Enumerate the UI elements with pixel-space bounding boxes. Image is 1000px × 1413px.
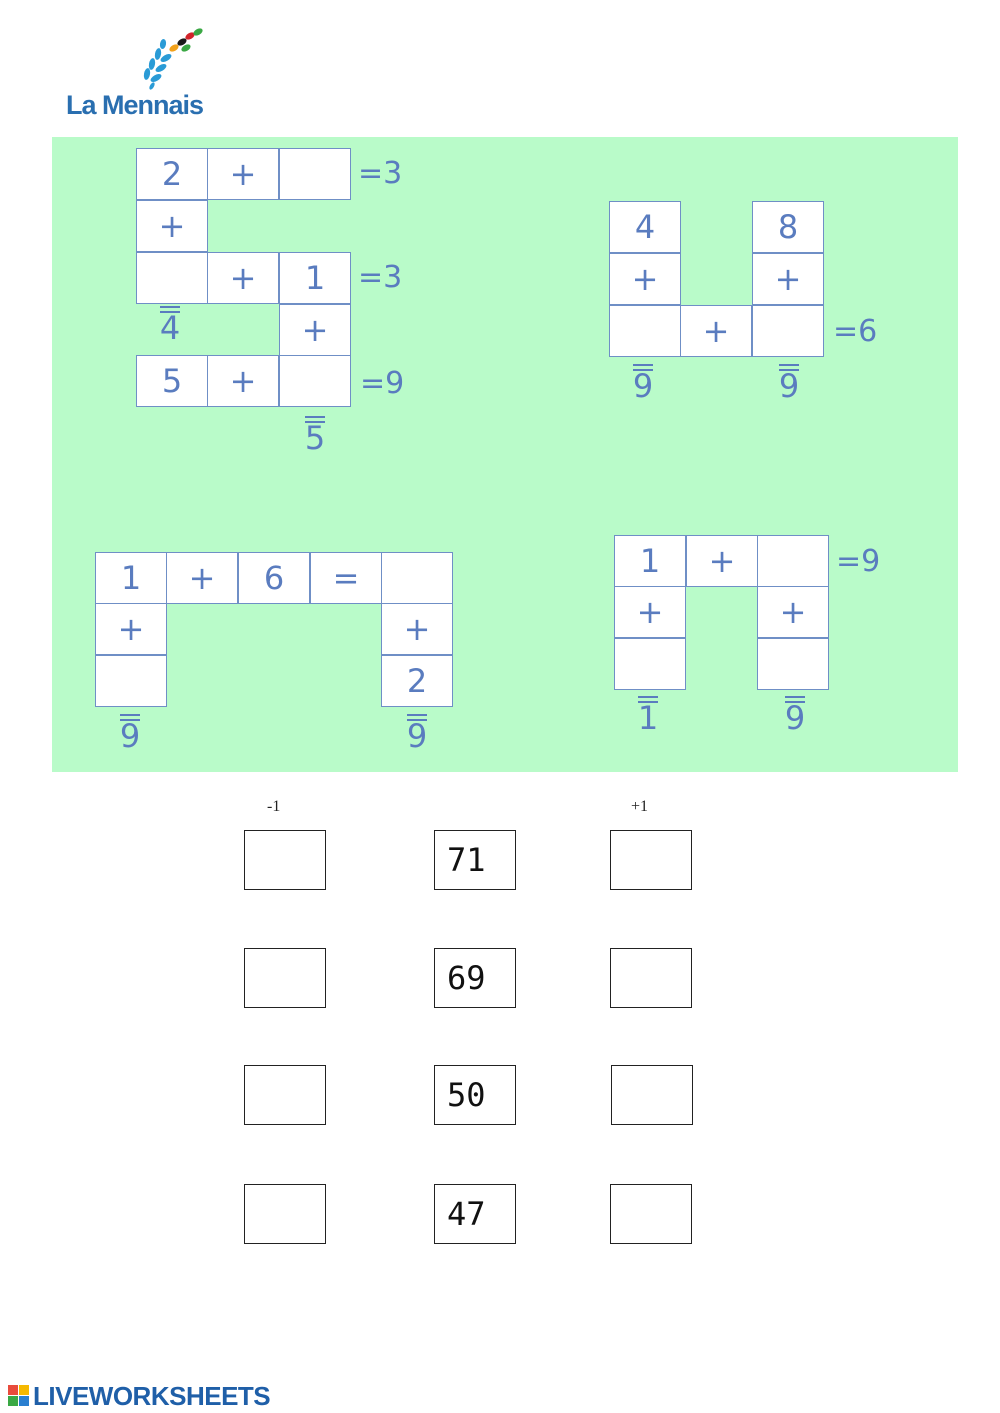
- minus-one-header: -1: [267, 798, 281, 815]
- puzzle-cell: +: [757, 586, 829, 638]
- answer-box-left[interactable]: [244, 830, 326, 890]
- liveworksheets-brand: LIVEWORKSHEETS: [33, 1380, 271, 1411]
- column-result: 5: [295, 416, 335, 454]
- liveworksheets-footer: LIVEWORKSHEETS: [8, 1380, 271, 1411]
- puzzle-answer-cell[interactable]: [752, 305, 824, 357]
- puzzle-answer-cell[interactable]: [279, 148, 351, 200]
- number-box: 47: [434, 1184, 516, 1244]
- answer-box-right[interactable]: [611, 1065, 693, 1125]
- puzzle-answer-cell[interactable]: [609, 305, 681, 357]
- row-result: =9: [836, 544, 881, 579]
- puzzle-cell: 6: [238, 552, 310, 604]
- puzzle-cell: 2: [136, 148, 208, 200]
- number-box: 50: [434, 1065, 516, 1125]
- puzzle-cell: 1: [95, 552, 167, 604]
- la-mennais-logo: La Mennais: [66, 28, 226, 128]
- puzzle-answer-cell[interactable]: [95, 655, 167, 707]
- column-result: 9: [775, 696, 815, 734]
- puzzle-cell: +: [207, 148, 279, 200]
- number-box: 69: [434, 948, 516, 1008]
- answer-box-left[interactable]: [244, 1065, 326, 1125]
- column-result: 4: [150, 306, 190, 344]
- row-result: =3: [358, 156, 403, 191]
- puzzle-cell: +: [680, 305, 752, 357]
- puzzle-cell: =: [310, 552, 382, 604]
- puzzle-answer-cell[interactable]: [136, 252, 208, 304]
- puzzle-cell: 1: [279, 252, 351, 304]
- answer-box-right[interactable]: [610, 830, 692, 890]
- number-box: 71: [434, 830, 516, 890]
- puzzle-cell: +: [381, 603, 453, 655]
- puzzle-answer-cell[interactable]: [757, 535, 829, 587]
- answer-box-right[interactable]: [610, 948, 692, 1008]
- column-result: 9: [769, 364, 809, 402]
- puzzle-cell: +: [752, 253, 824, 305]
- liveworksheets-logo-icon: [8, 1385, 30, 1407]
- puzzle-cell: +: [686, 535, 758, 587]
- column-result: 9: [623, 364, 663, 402]
- wheat-sprig-icon: [143, 28, 203, 90]
- puzzle-cell: +: [614, 586, 686, 638]
- column-result: 9: [397, 714, 437, 752]
- puzzle-cell: 1: [614, 535, 686, 587]
- puzzle-cell: 8: [752, 201, 824, 253]
- column-result: 9: [110, 714, 150, 752]
- puzzle-cell: +: [207, 252, 279, 304]
- row-result: =3: [358, 260, 403, 295]
- answer-box-right[interactable]: [610, 1184, 692, 1244]
- puzzle-answer-cell[interactable]: [757, 638, 829, 690]
- puzzle-cell: +: [166, 552, 238, 604]
- answer-box-left[interactable]: [244, 948, 326, 1008]
- puzzle-answer-cell[interactable]: [614, 638, 686, 690]
- puzzle-cell: +: [609, 253, 681, 305]
- puzzle-cell: 5: [136, 355, 208, 407]
- row-result: =6: [833, 314, 878, 349]
- puzzle-answer-cell[interactable]: [381, 552, 453, 604]
- puzzle-cell: +: [95, 603, 167, 655]
- answer-box-left[interactable]: [244, 1184, 326, 1244]
- puzzle-cell: 2: [381, 655, 453, 707]
- row-result: =9: [360, 366, 405, 401]
- column-result: 1: [628, 696, 668, 734]
- plus-one-header: +1: [631, 798, 649, 815]
- logo-text: La Mennais: [66, 90, 204, 120]
- puzzle-cell: +: [136, 200, 208, 252]
- puzzle-cell: 4: [609, 201, 681, 253]
- puzzle-cell: +: [207, 355, 279, 407]
- puzzle-cell: +: [279, 304, 351, 356]
- puzzle-answer-cell[interactable]: [279, 355, 351, 407]
